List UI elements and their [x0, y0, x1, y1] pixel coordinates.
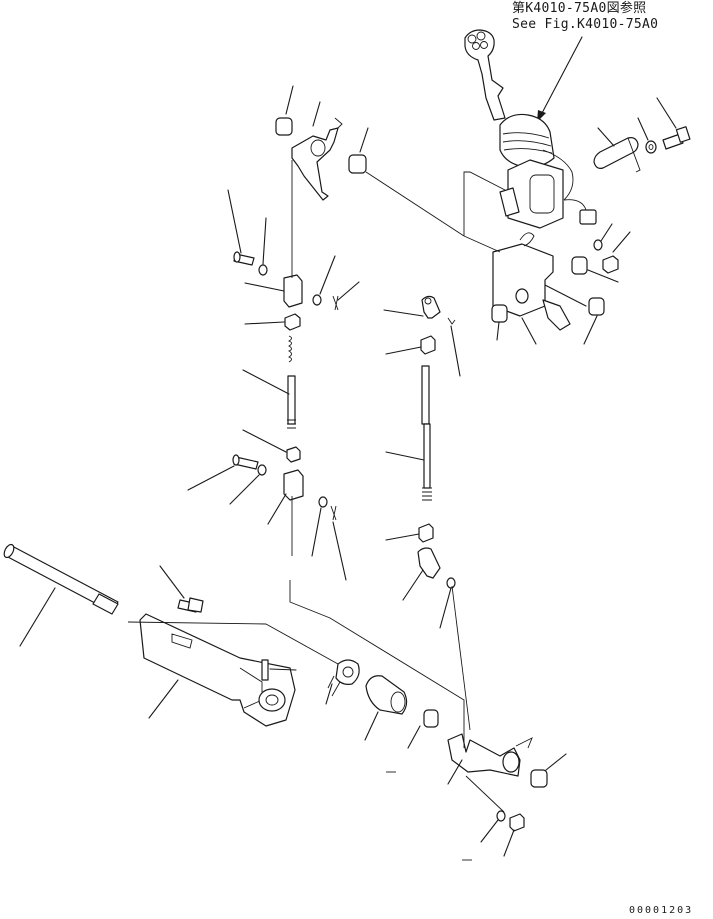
rod-left: [242, 335, 296, 429]
cotter-pin-upper: [332, 281, 360, 311]
bolt-top-right: [656, 97, 691, 150]
washer-right-lower: [439, 577, 456, 629]
bellcrank-top: [291, 101, 343, 201]
lever-plate: [139, 613, 296, 727]
rod-end-upper: [383, 295, 441, 319]
spring-pin-lever: [261, 659, 297, 681]
rod-right: [385, 365, 432, 501]
clevis-lower: [267, 469, 304, 525]
washer-bottom: [480, 810, 506, 843]
nut-upper-left: [244, 313, 301, 331]
washer-right-upper: [447, 317, 461, 377]
nut-bracket: [602, 231, 631, 274]
nut-right-upper: [385, 335, 436, 355]
nut-bottom: [503, 813, 525, 857]
rod-end-lower: [402, 547, 441, 601]
bushing-right-3: [491, 304, 508, 341]
nut-right-lower: [385, 523, 434, 543]
bolt-lower-left: [159, 565, 204, 613]
washer-upper-right: [312, 255, 336, 306]
bushing-right-1: [571, 256, 619, 283]
sleeve-center: [364, 675, 408, 741]
cotter-pin-lower: [330, 505, 347, 581]
pipe-lever: [3, 543, 119, 647]
drawing-number: 00001203: [629, 905, 694, 916]
joystick-lever: [464, 29, 597, 229]
washer-top-right: [637, 117, 657, 154]
rod-end-center: [325, 659, 360, 705]
washer-lower-left: [229, 464, 267, 505]
assembly-lines: [127, 160, 506, 861]
washer-upper-left: [258, 217, 268, 276]
lever-bracket: [492, 232, 587, 331]
washer-bracket: [593, 223, 613, 251]
nut-middle-left: [242, 429, 301, 463]
reference-note-jp: 第K4010-75A0図参照: [512, 1, 647, 16]
reference-arrow: [537, 36, 583, 122]
bushing-center-top: [348, 127, 369, 174]
lower-lever: [447, 733, 533, 785]
bushing-lower-right: [530, 753, 567, 788]
washer-lower-right: [311, 496, 328, 557]
bushing-right-2: [583, 297, 605, 345]
clevis-pin-upper: [227, 189, 255, 266]
bushing-top-left: [275, 85, 294, 136]
clevis-pin-lower: [187, 454, 259, 491]
reference-note-en: See Fig.K4010-75A0: [512, 17, 659, 32]
bushing-center-bottom: [407, 709, 439, 749]
clevis-upper: [244, 274, 303, 308]
pivot-pin: [593, 127, 641, 173]
